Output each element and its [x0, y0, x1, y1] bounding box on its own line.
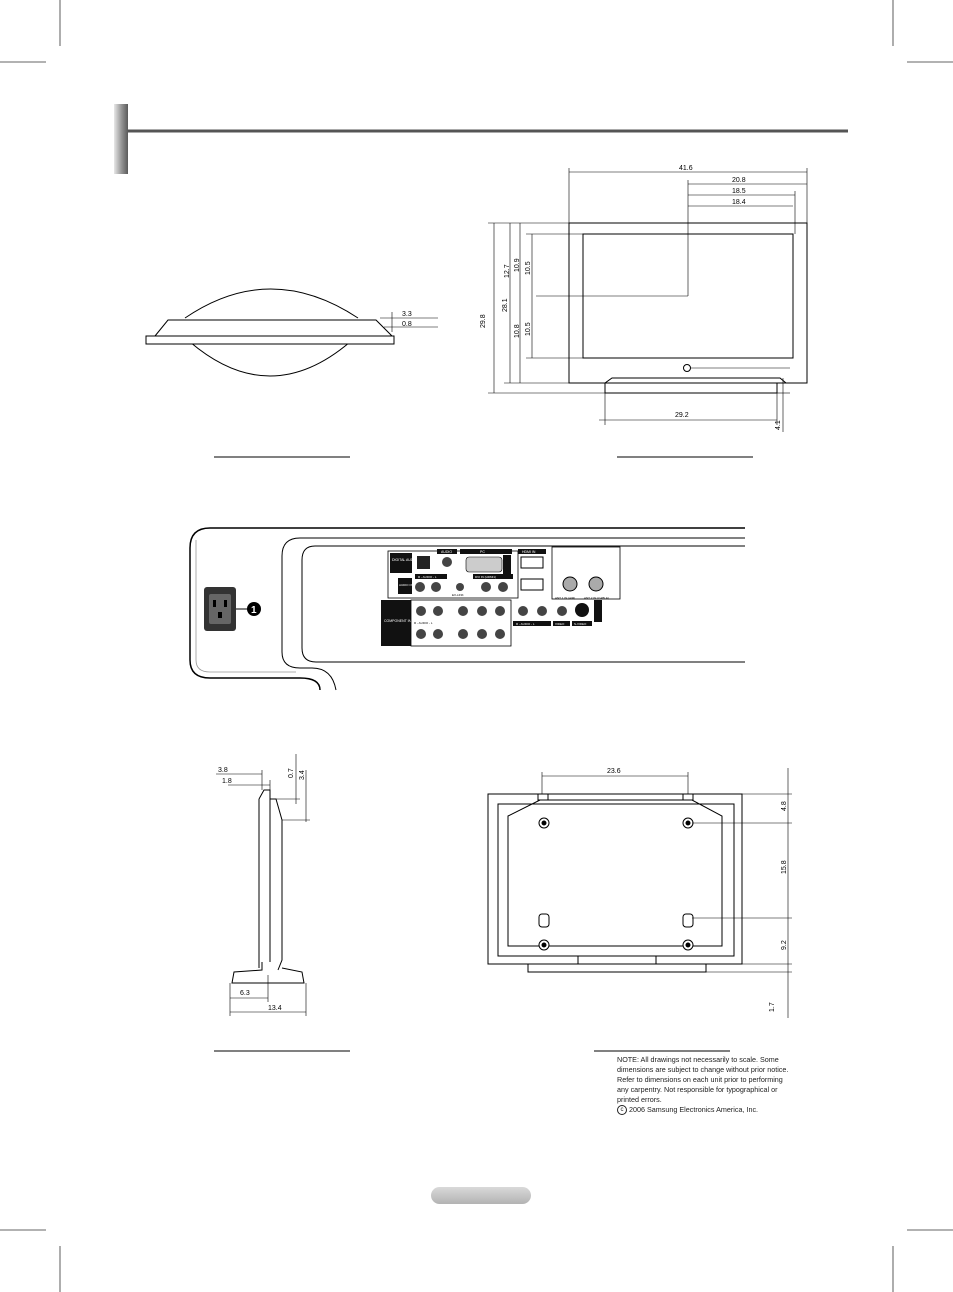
front-dim-4-1: 4.1 [775, 420, 782, 430]
copyright-text: 2006 Samsung Electronics America, Inc. [629, 1105, 759, 1114]
ant-in-label: ANT 1 IN (AIR) [555, 596, 575, 600]
front-dim-10-5-bottom: 10.5 [525, 322, 532, 336]
svg-text:VIDEO: VIDEO [555, 622, 565, 626]
rear-panel-drawing: 1 DIGITAL AUDIO OUT (OPTICAL) AUDIO PC H… [189, 527, 745, 691]
rear-dim-15-8: 15.8 [781, 860, 788, 874]
svg-text:AUDIO OUT: AUDIO OUT [399, 583, 416, 587]
hdmi-in-label [518, 549, 546, 554]
audio-top-label [437, 549, 457, 554]
top-view-drawing: 3.3 0.8 [145, 288, 438, 377]
side-view-drawing: 3.8 1.8 0.7 3.4 6.3 13.4 [216, 754, 310, 1016]
svg-text:S-VIDEO: S-VIDEO [574, 622, 587, 626]
svg-text:COMPONENT IN: COMPONENT IN [384, 619, 412, 623]
front-dim-20-8: 20.8 [732, 177, 746, 184]
rear-dim-1-7: 1.7 [769, 1002, 776, 1012]
svg-text:DVI IN (HDMI1): DVI IN (HDMI1) [475, 575, 496, 579]
rear-dim-4-8: 4.8 [781, 801, 788, 811]
front-dim-12-7: 12.7 [504, 264, 511, 278]
side-dim-3-8: 3.8 [218, 767, 228, 774]
av-audio-lr-label [513, 621, 551, 626]
side-dim-1-8: 1.8 [222, 778, 232, 785]
note-line-2: dimensions are subject to change without… [617, 1065, 789, 1074]
digital-audio-out-label [390, 553, 412, 573]
top-dim-0-8: 0.8 [402, 321, 412, 328]
ex-link-label: EX-LINK [452, 593, 464, 597]
svg-text:PC: PC [480, 550, 485, 554]
audio-out-label [398, 578, 412, 594]
rear-view-drawing: 23.6 4.8 15.8 9.2 1.7 [487, 768, 792, 1018]
rear-dim-9-2: 9.2 [781, 940, 788, 950]
s-video-label [572, 621, 592, 626]
front-dim-18-5: 18.5 [732, 188, 746, 195]
top-dim-3-3: 3.3 [402, 311, 412, 318]
svg-text:R - AUDIO - L: R - AUDIO - L [516, 622, 535, 626]
pc-label [460, 549, 512, 554]
vga-port [465, 556, 503, 573]
front-dim-10-8: 10.8 [514, 324, 521, 338]
front-dim-10-9: 10.9 [514, 258, 521, 272]
callout-1-marker [247, 602, 261, 616]
page-number-tab [431, 1187, 531, 1204]
component-in-label [381, 600, 411, 646]
side-dim-0-7: 0.7 [288, 768, 295, 778]
front-dim-29-2: 29.2 [675, 412, 689, 419]
side-dim-13-4: 13.4 [268, 1005, 282, 1012]
svg-text:AUDIO: AUDIO [441, 550, 452, 554]
copyright-icon: c [617, 1105, 627, 1115]
note-line-4: any carpentry. Not responsible for typog… [617, 1085, 778, 1094]
front-dim-28-1: 28.1 [502, 298, 509, 312]
front-dim-41-6: 41.6 [679, 165, 693, 172]
front-dim-29-8: 29.8 [480, 314, 487, 328]
callout-1-label: 1 [251, 605, 257, 616]
section-header [114, 104, 848, 174]
disclaimer-note: NOTE: All drawings not necessarily to sc… [617, 1055, 817, 1115]
rear-dim-23-6: 23.6 [607, 768, 621, 775]
svg-text:R - AUDIO - L: R - AUDIO - L [418, 575, 437, 579]
side-dim-3-4: 3.4 [299, 770, 306, 780]
component-audio-lr-label: R - AUDIO - L [414, 621, 433, 625]
front-view-drawing: 41.6 20.8 18.5 18.4 29.8 28.1 12.7 10.9 … [480, 165, 808, 432]
svg-text:HDMI IN: HDMI IN [522, 550, 536, 554]
note-line-3: Refer to dimensions on each unit prior t… [617, 1075, 783, 1084]
side-dim-6-3: 6.3 [240, 990, 250, 997]
ant2-in-label: ANT 2 IN (CABLE) [584, 596, 609, 600]
audio-lr-label [415, 574, 447, 579]
note-line-5: printed errors. [617, 1095, 662, 1104]
front-dim-18-4: 18.4 [732, 199, 746, 206]
dvi-in-label [473, 574, 513, 579]
note-line-1: NOTE: All drawings not necessarily to sc… [617, 1055, 779, 1064]
front-dim-10-5-top: 10.5 [525, 261, 532, 275]
video-label [553, 621, 570, 626]
